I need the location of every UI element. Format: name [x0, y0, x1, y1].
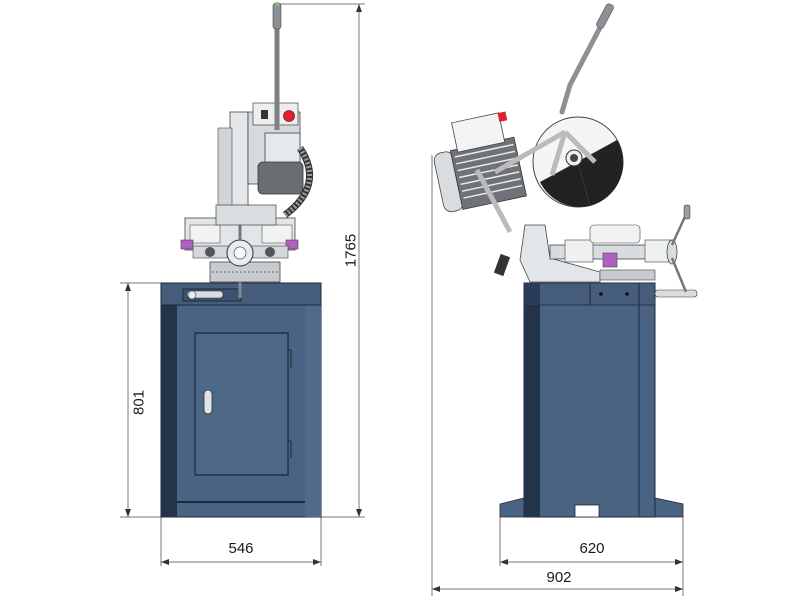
saw-blade — [474, 3, 624, 234]
dim-side-depth: 620 — [579, 540, 605, 557]
lever-handle-icon — [272, 2, 282, 30]
side-vise — [493, 204, 691, 293]
power-switch-icon — [261, 110, 268, 119]
side-view — [433, 3, 698, 518]
door-handle-icon — [203, 389, 213, 415]
front-view — [160, 2, 322, 518]
side-motor — [433, 111, 527, 213]
front-cabinet — [160, 256, 322, 518]
left-clamp-pad — [180, 239, 194, 250]
dimension-lines — [120, 3, 684, 596]
side-clamp-pad — [602, 252, 618, 268]
dim-cabinet-height: 801 — [130, 389, 148, 416]
dim-overall-depth: 902 — [546, 569, 572, 586]
dim-front-width: 546 — [228, 540, 254, 557]
side-stop-button-icon — [497, 111, 508, 122]
front-saw-head — [215, 2, 314, 226]
emergency-stop-icon — [283, 110, 295, 122]
cabinet-door — [194, 332, 289, 476]
side-cabinet — [499, 282, 698, 518]
dim-overall-height: 1765 — [342, 233, 360, 268]
right-clamp-pad — [285, 239, 299, 250]
